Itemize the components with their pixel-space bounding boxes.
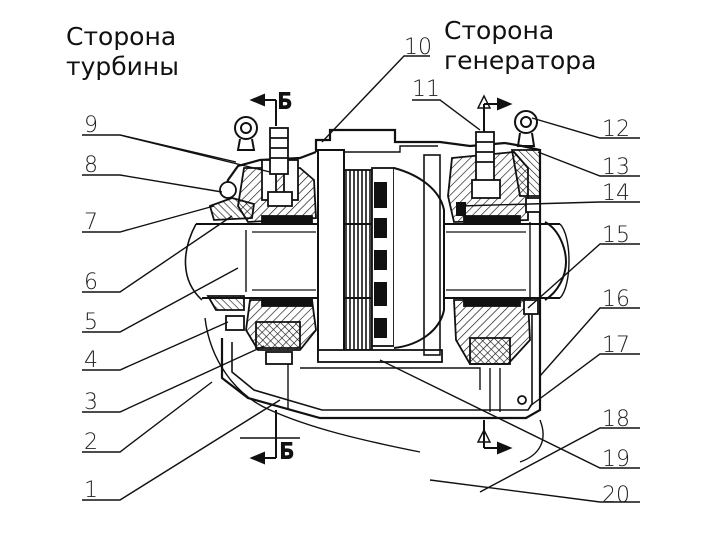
callout-12: 12 [602,117,630,142]
callout-2: 2 [84,430,98,455]
callout-numbers: 9 8 7 6 5 4 3 2 1 10 11 12 13 14 15 16 1… [84,35,630,508]
turbine-side-bearing [206,127,317,365]
section-marker-bottom: Б [249,410,295,465]
callout-8: 8 [84,153,98,178]
turbine-side-heading: Сторона турбины [66,22,179,81]
callout-6: 6 [84,270,98,295]
callout-20: 20 [602,483,630,508]
callout-14: 14 [602,181,630,206]
lifting-eye-left [234,116,258,151]
callout-19: 19 [602,447,630,472]
section-marker-top: Б [249,88,293,126]
callout-7: 7 [84,210,98,235]
section-label-top: Б [278,89,292,113]
gear-wheel [317,149,466,363]
lifting-eye-right [514,110,538,147]
callout-11: 11 [412,77,440,102]
callout-17: 17 [602,333,630,358]
callout-3: 3 [84,390,98,415]
callout-5: 5 [84,310,98,335]
generator-side-bearing [447,131,541,412]
generator-side-heading: Сторона генератора [444,16,597,75]
section-marker-right-bottom [476,420,513,455]
callout-1: 1 [84,478,98,503]
callout-4: 4 [84,348,98,373]
callout-18: 18 [602,407,630,432]
leader-lines [82,55,640,503]
callout-13: 13 [602,155,630,180]
callout-9: 9 [84,113,98,138]
callout-15: 15 [602,223,630,248]
callout-16: 16 [602,287,630,312]
section-marker-right-top [476,94,513,132]
callout-10: 10 [404,35,432,60]
section-label-bottom: Б [280,439,294,463]
